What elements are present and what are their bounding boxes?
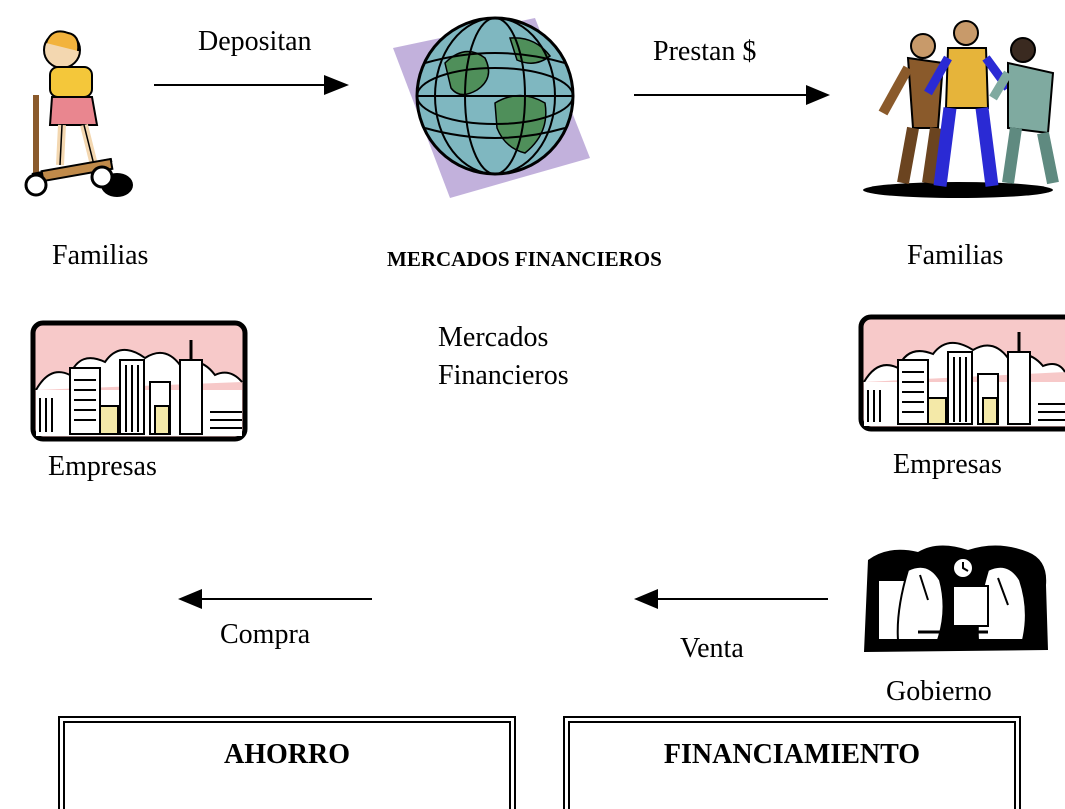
mercados-label-line1: Mercados: [438, 322, 549, 353]
gobierno-label: Gobierno: [886, 676, 992, 707]
ahorro-label: AHORRO: [224, 739, 350, 770]
globe-icon: [393, 16, 590, 198]
familias-right-label: Familias: [907, 240, 1004, 271]
ahorro-box: AHORRO: [58, 716, 516, 809]
government-office-clipart: [864, 545, 1048, 652]
mercados-label-line2: Financieros: [438, 360, 569, 391]
depositan-label: Depositan: [198, 26, 312, 57]
left-arrow-icon: [634, 589, 828, 609]
compra-label: Compra: [220, 619, 311, 650]
right-arrow-icon: [634, 85, 830, 105]
empresas-left-label: Empresas: [48, 451, 157, 482]
right-arrow-icon: [154, 75, 349, 95]
business-people-clipart: [863, 20, 1059, 198]
city-skyline-icon: [30, 320, 248, 442]
left-arrow-icon: [178, 589, 372, 609]
venta-label: Venta: [680, 633, 744, 664]
city-skyline-icon: [858, 314, 1065, 432]
familias-left-label: Familias: [52, 240, 149, 271]
prestan-label: Prestan $: [653, 36, 757, 67]
child-scooter-clipart: [24, 30, 133, 197]
mercados-financieros-title: MERCADOS FINANCIEROS: [387, 247, 662, 271]
empresas-right-label: Empresas: [893, 449, 1002, 480]
financiamiento-box: FINANCIAMIENTO: [563, 716, 1021, 809]
financiamiento-label: FINANCIAMIENTO: [663, 739, 921, 770]
